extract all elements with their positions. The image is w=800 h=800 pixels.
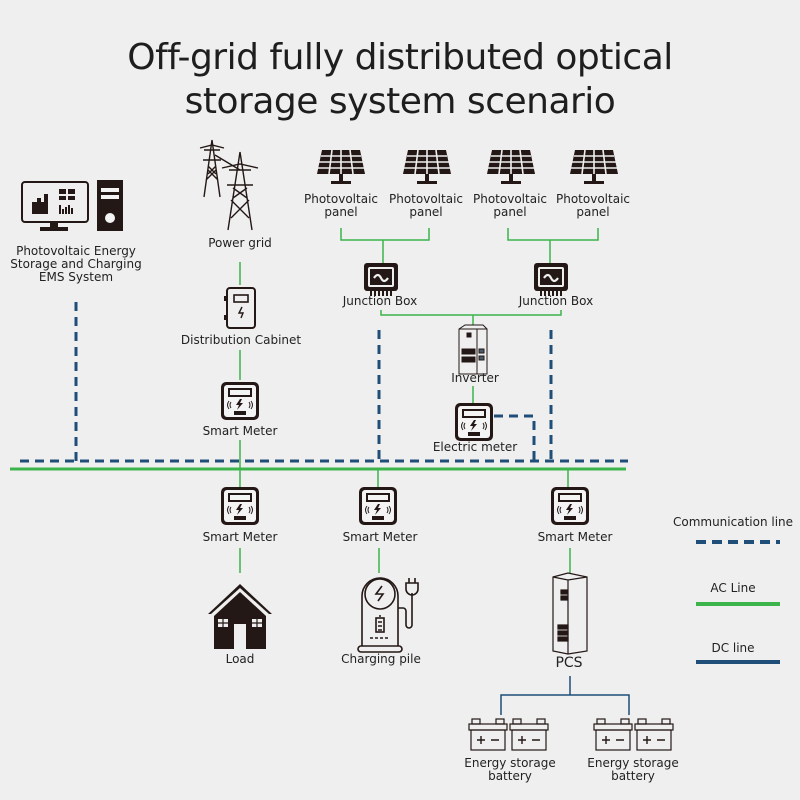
battery-label-line-2: battery xyxy=(488,769,532,783)
smart-meter-pcs-label: Smart Meter xyxy=(537,530,613,544)
junction-box-label-2: Junction Box xyxy=(518,294,594,308)
junction-box-label-1: Junction Box xyxy=(342,294,418,308)
legend-ac-label: AC Line xyxy=(710,581,756,595)
solar-panel-icon xyxy=(569,149,619,185)
pv-panel-label: Photovoltaic panel xyxy=(473,193,547,219)
pv-label-line-1: Photovoltaic xyxy=(473,192,547,206)
pcs-cabinet-icon xyxy=(552,572,588,655)
pv-label-line-1: Photovoltaic xyxy=(556,192,630,206)
solar-panel-icon xyxy=(486,149,536,185)
pv-label-line-1: Photovoltaic xyxy=(389,192,463,206)
battery-label-line-1: Energy storage xyxy=(587,756,679,770)
battery-label-line-2: battery xyxy=(611,769,655,783)
battery-icon xyxy=(593,718,633,751)
pv-label-line-2: panel xyxy=(493,205,527,219)
pcs-label: PCS xyxy=(555,655,583,671)
distribution-cabinet-label: Distribution Cabinet xyxy=(180,333,302,347)
dc-pv-group-1 xyxy=(340,228,430,241)
inverter-cabinet-icon xyxy=(458,324,488,375)
junction-box-icon xyxy=(532,261,570,298)
house-icon xyxy=(208,584,272,649)
computer-monitor-icon xyxy=(21,180,123,231)
electric-meter-icon xyxy=(454,402,494,442)
smart-meter-grid-icon xyxy=(220,381,260,421)
ems-label-line-1: Photovoltaic Energy xyxy=(16,244,136,258)
battery-icon xyxy=(468,718,508,751)
battery-icon xyxy=(634,718,674,751)
pv-panel-label: Photovoltaic panel xyxy=(304,193,378,219)
battery-label-2: Energy storage battery xyxy=(587,757,678,783)
ev-charger-icon xyxy=(357,577,419,653)
ems-label: Photovoltaic Energy Storage and Charging… xyxy=(10,245,141,284)
solar-panel-icon xyxy=(402,149,452,185)
pv-label-line-2: panel xyxy=(409,205,443,219)
pv-panel-label: Photovoltaic panel xyxy=(389,193,463,219)
comm-electric-meter xyxy=(494,414,536,461)
smart-meter-charging-icon xyxy=(358,486,398,526)
pv-label-line-2: panel xyxy=(324,205,358,219)
smart-meter-load-icon xyxy=(220,486,260,526)
ems-label-line-3: EMS System xyxy=(38,270,114,284)
legend-dc-label: DC line xyxy=(711,641,755,655)
solar-panel-icon xyxy=(316,149,366,185)
smart-meter-pcs-icon xyxy=(550,486,590,526)
power-grid-label: Power grid xyxy=(208,236,272,250)
electric-meter-label: Electric meter xyxy=(432,440,518,454)
charging-pile-label: Charging pile xyxy=(341,652,421,666)
ems-label-line-2: Storage and Charging xyxy=(10,257,142,271)
inverter-label: Inverter xyxy=(451,371,499,385)
communication-lines xyxy=(20,302,628,463)
dc-pv-group-2 xyxy=(507,228,599,241)
page-title-line-2: storage system scenario xyxy=(184,81,616,122)
dc-connections xyxy=(500,676,630,715)
smart-meter-load-label: Smart Meter xyxy=(202,530,278,544)
jbox-combiner-line xyxy=(380,310,562,316)
ac-connections xyxy=(239,228,599,573)
smart-meter-charging-label: Smart Meter xyxy=(342,530,418,544)
junction-box-icon xyxy=(362,261,400,298)
battery-label-1: Energy storage battery xyxy=(464,757,555,783)
pv-label-line-1: Photovoltaic xyxy=(304,192,378,206)
page-title-line-1: Off-grid fully distributed optical xyxy=(127,37,673,78)
pv-label-line-2: panel xyxy=(576,205,610,219)
legend-communication-label: Communication line xyxy=(672,515,794,529)
battery-label-line-1: Energy storage xyxy=(464,756,556,770)
battery-branch xyxy=(500,694,630,715)
pv-panel-label: Photovoltaic panel xyxy=(556,193,630,219)
load-label: Load xyxy=(225,652,255,666)
transmission-tower-icon xyxy=(199,139,259,231)
smart-meter-grid-label: Smart Meter xyxy=(202,424,278,438)
distribution-cabinet-icon xyxy=(224,287,256,329)
battery-icon xyxy=(509,718,549,751)
